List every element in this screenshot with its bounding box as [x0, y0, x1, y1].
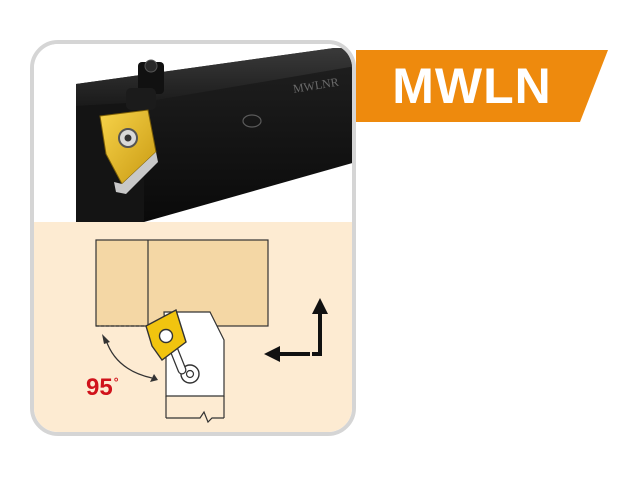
clamp-block: [138, 62, 164, 94]
break-line: [166, 410, 224, 424]
arrow-left-icon: [264, 346, 310, 362]
badge-background: [356, 50, 608, 122]
approach-angle-label: 95°: [86, 374, 119, 402]
angle-value: 95: [86, 374, 113, 401]
machining-diagram: [95, 239, 328, 424]
product-card: MWLNR: [30, 40, 356, 436]
product-code: MWLN: [392, 58, 552, 114]
brand-logo-icon: [242, 114, 262, 128]
arrow-up-icon: [312, 298, 328, 338]
angle-unit: °: [113, 375, 119, 389]
insert-seat: [114, 152, 158, 194]
insert-hole-icon: [158, 328, 174, 344]
angle-arc-icon: [105, 339, 153, 379]
clamp-lever: [126, 88, 156, 110]
product-code-badge: MWLN: [356, 50, 608, 122]
product-photo: MWLNR: [34, 44, 352, 222]
tool-holder-photo: [76, 48, 352, 222]
clamp-screw-icon: [144, 59, 158, 73]
